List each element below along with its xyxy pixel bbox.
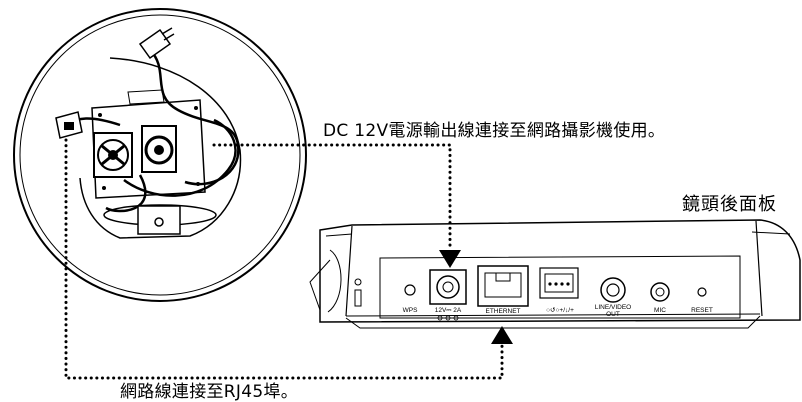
rear-panel-title: 鏡頭後面板 — [682, 194, 777, 215]
wps-button-icon — [404, 284, 416, 296]
camera-bottom-bracket — [103, 204, 217, 235]
rj45-connector-line — [64, 138, 504, 380]
camera-connector-left — [93, 132, 133, 178]
mic-jack-icon — [650, 282, 670, 302]
reset-port-label: RESET — [691, 307, 713, 314]
camera-inset — [13, 8, 307, 302]
io-terminal-icon — [539, 267, 579, 299]
power-plug — [138, 27, 175, 60]
rj45-arrow-icon — [491, 326, 513, 344]
power-jack-icon — [429, 269, 467, 305]
dc-power-arrow-icon — [439, 250, 461, 268]
ethernet-jack-icon — [477, 265, 529, 307]
rj45-annotation: 網路線連接至RJ45埠。 — [120, 382, 299, 402]
side-latch — [354, 278, 362, 307]
line-video-out-jack-icon — [600, 277, 626, 303]
reset-button-icon — [697, 287, 707, 297]
line-video-out-label-1: LINE/VIDEO — [595, 304, 631, 311]
dc-power-annotation: DC 12V電源輸出線連接至網路攝影機使用。 — [323, 121, 666, 141]
power-led-indicators — [437, 315, 459, 321]
ethernet-port-label: ETHERNET — [485, 308, 520, 315]
line-video-out-label-2: OUT — [606, 311, 620, 318]
mic-port-label: MIC — [654, 307, 666, 314]
io-port-label: ○↺○+/↓/+ — [546, 307, 574, 314]
rj45-plug — [55, 111, 83, 139]
rear-panel: WPS 12V⎓ 2A ETHERNET ○↺○+/↓/+ LINE/VIDEO… — [309, 219, 801, 329]
dc-power-connector-line — [212, 143, 452, 252]
camera-connector-right — [141, 125, 177, 173]
power-port-label: 12V⎓ 2A — [435, 307, 462, 314]
wps-port-label: WPS — [403, 307, 418, 314]
dotted-connectors — [64, 138, 504, 380]
